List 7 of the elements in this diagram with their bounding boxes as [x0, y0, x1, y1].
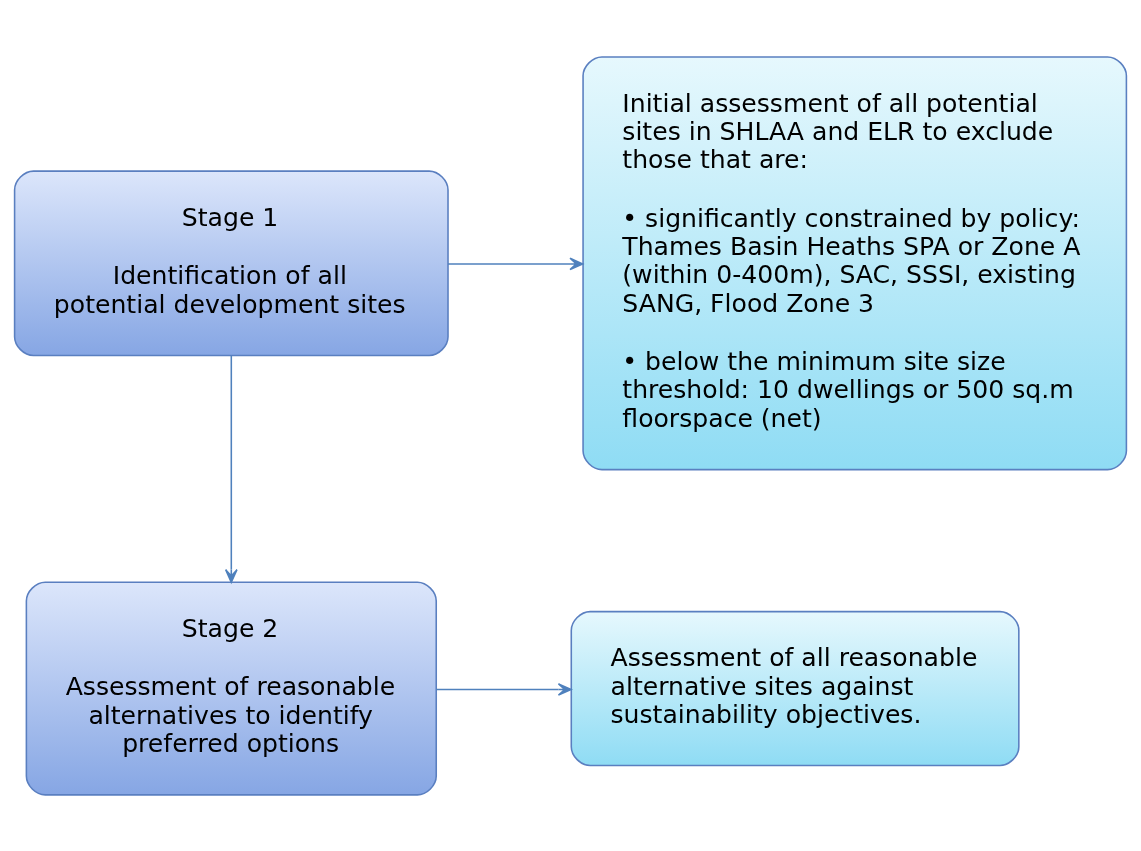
arrow [435, 682, 572, 696]
node-box: Initial assessment of all potential sites in SHLAA and ELR to exclude those that are: • significantly constrained by policy: Thames Basin Heaths SPA or Zone A (within 0-400m), SAC, SSSI, existing SANG, Flood Zone 3 • below the minimum site size threshold: 10 dwellings or 500 sq.m floorspace (net) [582, 55, 1128, 470]
node-box: Stage 2 Assessment of reasonable alternatives to identify preferred options [25, 580, 437, 796]
arrow [447, 257, 584, 270]
node-box: Assessment of all reasonable alternative sites against sustainability objectives. [570, 610, 1020, 766]
arrow [224, 354, 238, 583]
node-box: Stage 1 Identification of all potential development sites [13, 169, 449, 356]
